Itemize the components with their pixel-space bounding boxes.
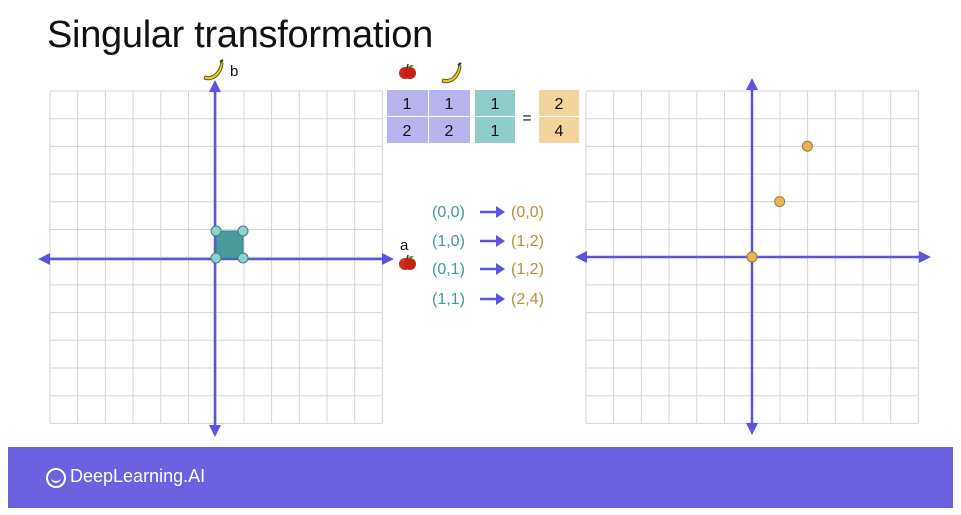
transformed-point	[746, 251, 758, 263]
matrix-value: 2	[403, 123, 412, 140]
deeplearning-logo-icon	[46, 468, 66, 488]
equals-sign: =	[522, 110, 531, 127]
mapping-to: (1,2)	[511, 233, 544, 250]
matrix-value: 1	[403, 96, 412, 113]
page-title: Singular transformation	[47, 14, 433, 56]
x-axis-label: a	[400, 237, 409, 254]
unit-square-fill	[215, 230, 244, 259]
mapping-arrow-head	[496, 263, 505, 275]
matrix-value: 2	[445, 123, 454, 140]
right-y-arrow-down	[746, 423, 758, 435]
result-cell	[539, 90, 579, 116]
vector-cell	[475, 117, 515, 143]
mapping-row: (0,1) (1,2)	[432, 261, 544, 278]
transformed-point	[801, 140, 813, 152]
vector-value: 1	[491, 96, 500, 113]
vertex-point	[210, 252, 222, 264]
banana-icon	[441, 62, 462, 84]
mapping-to: (1,2)	[511, 261, 544, 278]
right-y-arrow-up	[746, 78, 758, 90]
left-x-arrow-right	[382, 253, 394, 265]
matrix: 1 1 2 2	[387, 90, 470, 143]
vertex-point	[237, 225, 249, 237]
mapping-arrow-head	[496, 293, 505, 305]
vector-cell	[475, 90, 515, 116]
transformed-points	[746, 140, 813, 263]
banana-icon	[203, 59, 224, 81]
mapping-list: (0,0) (0,0) (1,0) (1,2) (0,1) (1,2) (1,1…	[432, 204, 544, 308]
unit-square	[210, 225, 249, 264]
mapping-arrow-head	[496, 206, 505, 218]
apple-icon	[399, 254, 416, 270]
left-y-arrow-down	[209, 425, 221, 437]
transformed-point	[774, 196, 786, 208]
matrix-cell	[429, 90, 470, 116]
right-x-arrow-left	[575, 251, 587, 263]
mapping-to: (0,0)	[511, 204, 544, 221]
matrix-cell	[429, 117, 470, 143]
mapping-row: (1,0) (1,2)	[432, 233, 544, 250]
left-x-arrow-left	[38, 253, 50, 265]
mapping-arrow-head	[496, 235, 505, 247]
mapping-from: (0,0)	[432, 204, 465, 221]
vector-value: 1	[491, 123, 500, 140]
left-y-arrow-up	[209, 80, 221, 92]
mapping-from: (0,1)	[432, 261, 465, 278]
right-x-arrow-right	[919, 251, 931, 263]
result-value: 4	[555, 123, 564, 140]
mapping-row: (0,0) (0,0)	[432, 204, 544, 221]
mapping-to: (2,4)	[511, 291, 544, 308]
result-vector: 2 4	[539, 90, 579, 143]
apple-icon	[399, 63, 416, 79]
matrix-cell	[387, 117, 428, 143]
result-cell	[539, 117, 579, 143]
y-axis-label: b	[230, 63, 238, 80]
vertex-point	[210, 225, 222, 237]
result-value: 2	[555, 96, 564, 113]
footer-bar: DeepLearning.AI	[8, 447, 953, 508]
vertex-point	[237, 252, 249, 264]
mapping-from: (1,1)	[432, 291, 465, 308]
matrix-cell	[387, 90, 428, 116]
mapping-from: (1,0)	[432, 233, 465, 250]
matrix-value: 1	[445, 96, 454, 113]
mapping-row: (1,1) (2,4)	[432, 291, 544, 308]
input-vector: 1 1	[475, 90, 515, 143]
brand-name: DeepLearning.AI	[70, 466, 206, 486]
